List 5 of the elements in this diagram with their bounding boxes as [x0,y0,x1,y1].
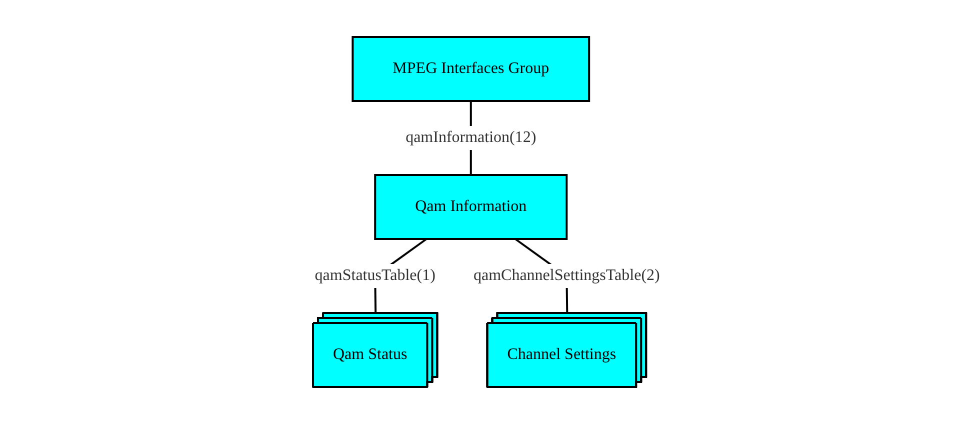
edge-label: qamInformation(12) [406,129,536,146]
node-box: Qam Information [374,174,568,240]
edge-label: qamStatusTable(1) [314,267,436,284]
edge-label: qamChannelSettingsTable(2) [474,267,660,284]
node-box: MPEG Interfaces Group [352,36,590,102]
